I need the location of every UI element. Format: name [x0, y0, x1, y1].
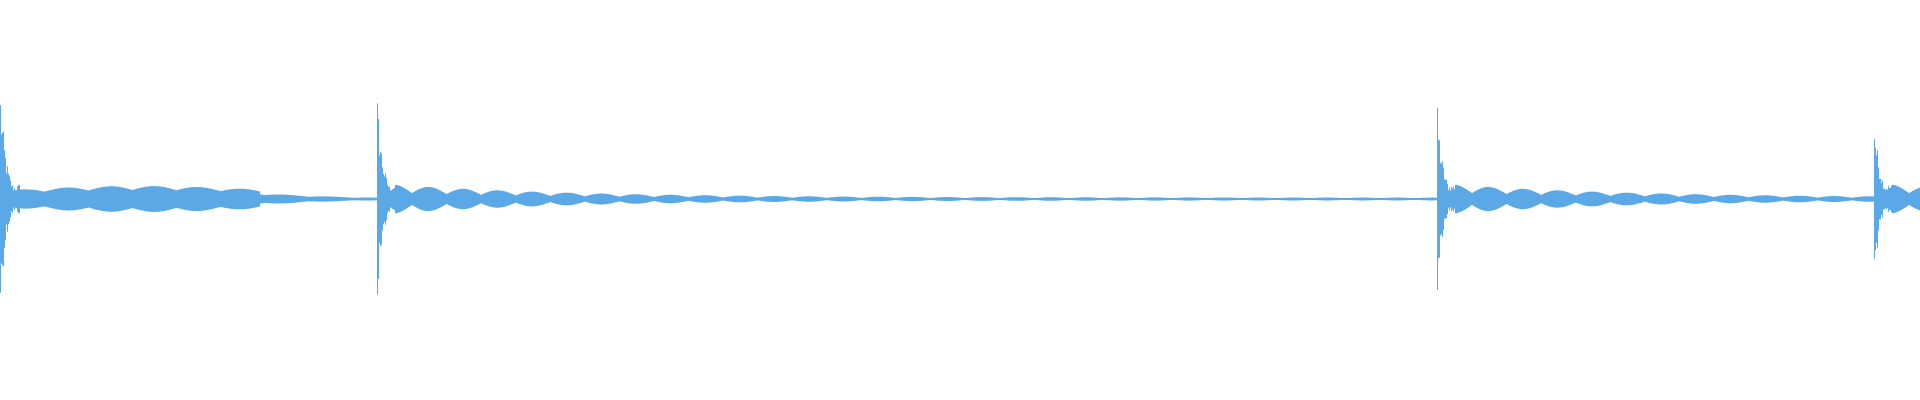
waveform-bars — [0, 103, 1920, 295]
